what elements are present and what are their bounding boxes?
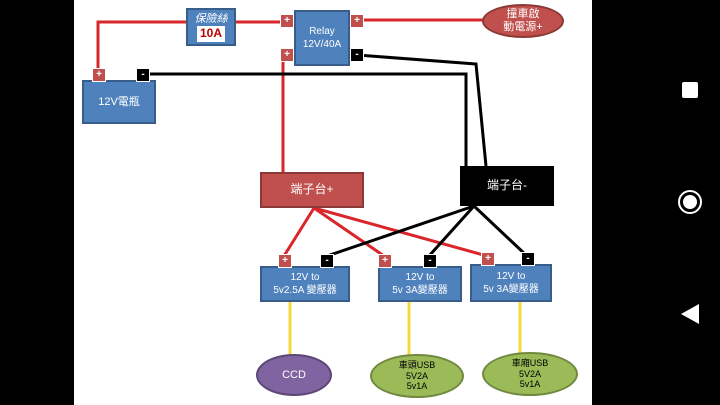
converter-2-pos-terminal: + (378, 254, 392, 268)
battery-box: 12V電瓶 (82, 80, 156, 124)
relay-box: Relay 12V/40A (294, 10, 350, 66)
cabin-usb-line2: 5V2A (518, 368, 542, 379)
ignition-power-oval: 撞車啟 動電源+ (482, 4, 564, 38)
wire-relay-neg (356, 53, 488, 167)
cabin-usb-line3: 5v1A (519, 379, 541, 390)
relay-ignition-terminal: + (350, 14, 364, 28)
terminal-pos-label: 端子台+ (290, 182, 334, 197)
circle-icon (678, 190, 702, 214)
converter-1-line1: 12V to (290, 272, 320, 283)
ignition-label-line1: 撞車啟 (506, 8, 540, 21)
converter-1-pos-terminal: + (278, 254, 292, 268)
wire-pos-to-conv1 (282, 207, 316, 257)
left-black-bar (0, 0, 74, 405)
diagram-canvas: 保險絲 10A Relay 12V/40A + + + - 撞車啟 動電源+ 1… (74, 0, 592, 405)
relay-pos-out-terminal: + (280, 48, 294, 62)
battery-label: 12V電瓶 (98, 95, 140, 108)
triangle-icon (681, 304, 699, 324)
android-nav-bar (592, 0, 720, 405)
wire-neg-to-conv3 (472, 204, 529, 258)
wire-pos-to-conv2 (313, 206, 385, 258)
fuse-box: 保險絲 10A (186, 8, 236, 46)
front-usb-line1: 車頭USB (398, 360, 436, 371)
converter-3-pos-terminal: + (481, 252, 495, 266)
relay-rating: 12V/40A (302, 39, 342, 50)
terminal-block-negative: 端子台- (460, 166, 554, 206)
wire-battery-to-fuse (96, 20, 186, 74)
home-button[interactable] (676, 188, 704, 216)
square-icon (682, 82, 698, 98)
cabin-usb-line1: 車廂USB (511, 358, 549, 369)
relay-pos-in-terminal: + (280, 14, 294, 28)
recent-apps-button[interactable] (676, 76, 704, 104)
battery-neg-terminal: - (136, 68, 150, 82)
terminal-neg-label: 端子台- (487, 178, 527, 193)
ignition-label-line2: 動電源+ (503, 21, 543, 33)
front-usb-oval: 車頭USB 5V2A 5v1A (370, 354, 464, 398)
fuse-label: 保險絲 (194, 13, 228, 26)
converter-3-box: 12V to 5v 3A變壓器 (470, 264, 552, 302)
back-button[interactable] (676, 300, 704, 328)
terminal-block-positive: 端子台+ (260, 172, 364, 208)
converter-2-line1: 12V to (405, 272, 435, 283)
converter-2-line2: 5v 3A變壓器 (392, 285, 448, 296)
fuse-rating: 10A (196, 26, 225, 42)
converter-1-box: 12V to 5v2.5A 變壓器 (260, 266, 350, 302)
converter-3-line1: 12V to (496, 271, 526, 282)
cabin-usb-oval: 車廂USB 5V2A 5v1A (482, 352, 578, 396)
ccd-label: CCD (282, 368, 306, 381)
wire-neg-to-conv2 (427, 204, 476, 258)
converter-2-box: 12V to 5v 3A變壓器 (378, 266, 462, 302)
battery-pos-terminal: + (92, 68, 106, 82)
relay-label: Relay (309, 26, 335, 37)
wire-neg-to-conv1 (326, 204, 475, 258)
ccd-oval: CCD (256, 354, 332, 396)
converter-1-line2: 5v2.5A 變壓器 (273, 285, 337, 296)
wire-battery-neg (150, 72, 468, 166)
converter-2-neg-terminal: - (423, 254, 437, 268)
converter-3-line2: 5v 3A變壓器 (483, 284, 539, 295)
front-usb-line2: 5V2A (405, 370, 429, 381)
converter-3-neg-terminal: - (521, 252, 535, 266)
relay-neg-terminal: - (350, 48, 364, 62)
wires-layer (96, 18, 529, 356)
converter-1-neg-terminal: - (320, 254, 334, 268)
front-usb-line3: 5v1A (406, 381, 428, 392)
